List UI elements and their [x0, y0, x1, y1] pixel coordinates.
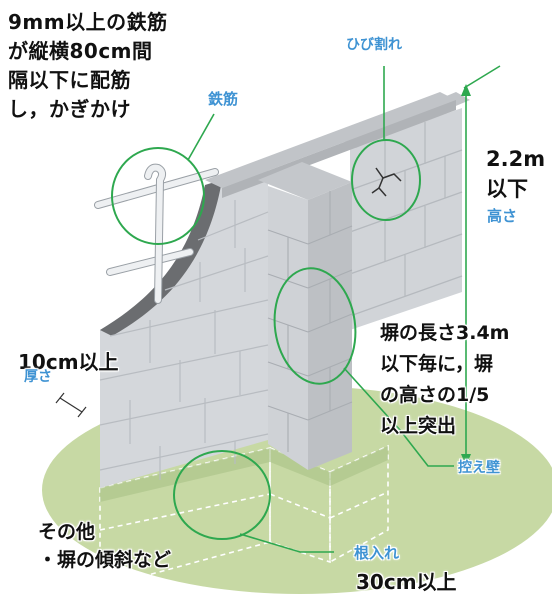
crack-callout-circle: [351, 139, 421, 221]
other-items-text: その他 ・塀の傾斜など: [38, 521, 172, 571]
foundation-outline: [99, 444, 389, 590]
rebar-callout-circle: [111, 147, 205, 245]
foundation-shadow: [100, 446, 388, 502]
rebar-requirement-text: 9mm以上の鉄筋 が縦横80cm間 隔以下に配筋 し，かぎかけ: [8, 10, 168, 121]
main-wall-mortar: [99, 200, 269, 480]
height-arrow-top: [461, 84, 471, 96]
crack-mark: [371, 167, 402, 197]
embed-label: 根入れ: [354, 544, 400, 562]
buttress-top: [258, 162, 352, 200]
embed-callout-circle: [173, 450, 271, 540]
callout-circles: [111, 139, 421, 540]
thickness-dimension: [55, 392, 87, 418]
embed-value-text: 30cm以上: [356, 570, 457, 594]
buttress-label: 控え壁: [458, 460, 500, 476]
rebar-label: 鉄筋: [208, 90, 239, 108]
callout-leaders: [187, 66, 454, 553]
buttress-side: [308, 182, 352, 470]
rebar-bars: [94, 163, 219, 304]
main-wall-front: [100, 162, 268, 488]
crack-label: ひび割れ: [346, 37, 402, 53]
main-wall-top: [205, 92, 456, 188]
height-arrow-bottom: [461, 454, 471, 466]
thickness-label: 厚さ: [24, 369, 52, 385]
buttress-requirement-text: 塀の長さ3.4m 以下毎に，塀 の高さの1/5 以上突出: [380, 322, 510, 437]
buttress-mortar: [267, 191, 353, 452]
thickness-value-text: 10cm以上: [18, 350, 119, 374]
height-label: 高さ: [487, 207, 518, 225]
back-wall-front: [350, 108, 462, 330]
buttress-callout-circle: [273, 267, 357, 385]
height-value-text: 2.2m 以下: [486, 147, 546, 201]
wall-cut-edge: [100, 180, 222, 336]
back-wall-mortar: [349, 122, 463, 317]
